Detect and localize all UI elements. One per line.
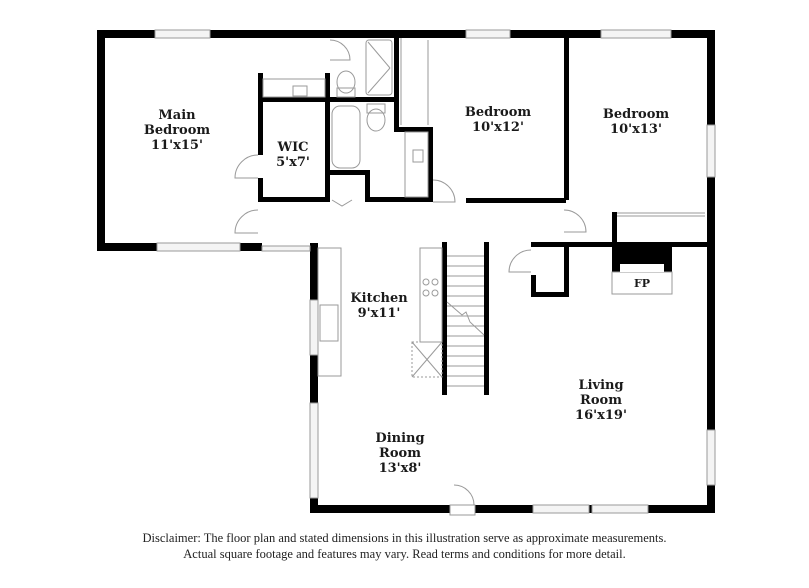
- windows: [154, 29, 716, 514]
- room-label-bedroom-3: Bedroom 10'x13': [603, 107, 669, 137]
- room-name: Room: [580, 393, 622, 408]
- disclaimer-line-1: Disclaimer: The floor plan and stated di…: [142, 531, 667, 545]
- disclaimer-text: Disclaimer: The floor plan and stated di…: [0, 530, 809, 562]
- room-label-bedroom-2: Bedroom 10'x12': [465, 105, 531, 135]
- exterior-walls: [97, 30, 715, 513]
- room-dimensions: 10'x12': [472, 120, 524, 135]
- fireplace-label: FP: [633, 277, 651, 290]
- room-dimensions: 11'x15': [151, 138, 203, 153]
- room-name: Bedroom: [143, 123, 211, 138]
- room-dimensions: 10'x13': [610, 122, 662, 137]
- room-name: WIC: [277, 140, 309, 155]
- staircase: [446, 255, 485, 387]
- room-label-living-room: Living Room 16'x19': [575, 378, 627, 423]
- room-dimensions: 5'x7': [276, 155, 310, 170]
- room-name: Bedroom: [602, 107, 670, 122]
- room-name: Kitchen: [350, 291, 408, 306]
- room-label-main-bedroom: Main Bedroom 11'x15': [144, 108, 210, 153]
- room-name: Bedroom: [464, 105, 532, 120]
- room-label-kitchen: Kitchen 9'x11': [350, 291, 407, 321]
- fixtures: [234, 38, 705, 516]
- room-name: Living: [578, 378, 624, 393]
- room-name: Dining: [375, 431, 425, 446]
- room-dimensions: 13'x8': [378, 461, 422, 476]
- room-label-wic: WIC 5'x7': [276, 140, 310, 170]
- room-label-dining-room: Dining Room 13'x8': [375, 431, 424, 476]
- disclaimer-line-2: Actual square footage and features may v…: [183, 547, 626, 561]
- room-name: Room: [379, 446, 421, 461]
- room-dimensions: 9'x11': [357, 306, 401, 321]
- room-name: Main: [158, 108, 196, 123]
- room-dimensions: 16'x19': [575, 408, 627, 423]
